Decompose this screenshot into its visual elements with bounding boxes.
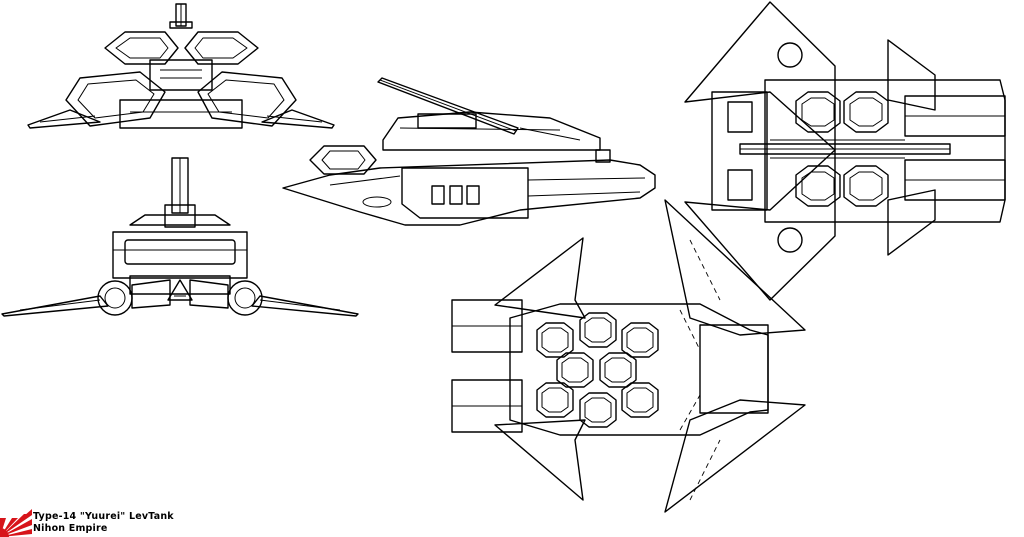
rear-view: [1, 157, 359, 317]
rising-sun-flag-icon: [0, 506, 32, 537]
vehicle-title: Type-14 "Yuurei" LevTank: [33, 511, 174, 522]
front-view: [27, 3, 335, 129]
top-view: [684, 1, 1006, 301]
caption-block: Type-14 "Yuurei" LevTank Nihon Empire: [0, 506, 300, 537]
side-view: [282, 77, 656, 226]
caption-text: Type-14 "Yuurei" LevTank Nihon Empire: [33, 511, 174, 535]
faction-name: Nihon Empire: [33, 523, 108, 534]
bottom-view: [451, 199, 806, 513]
